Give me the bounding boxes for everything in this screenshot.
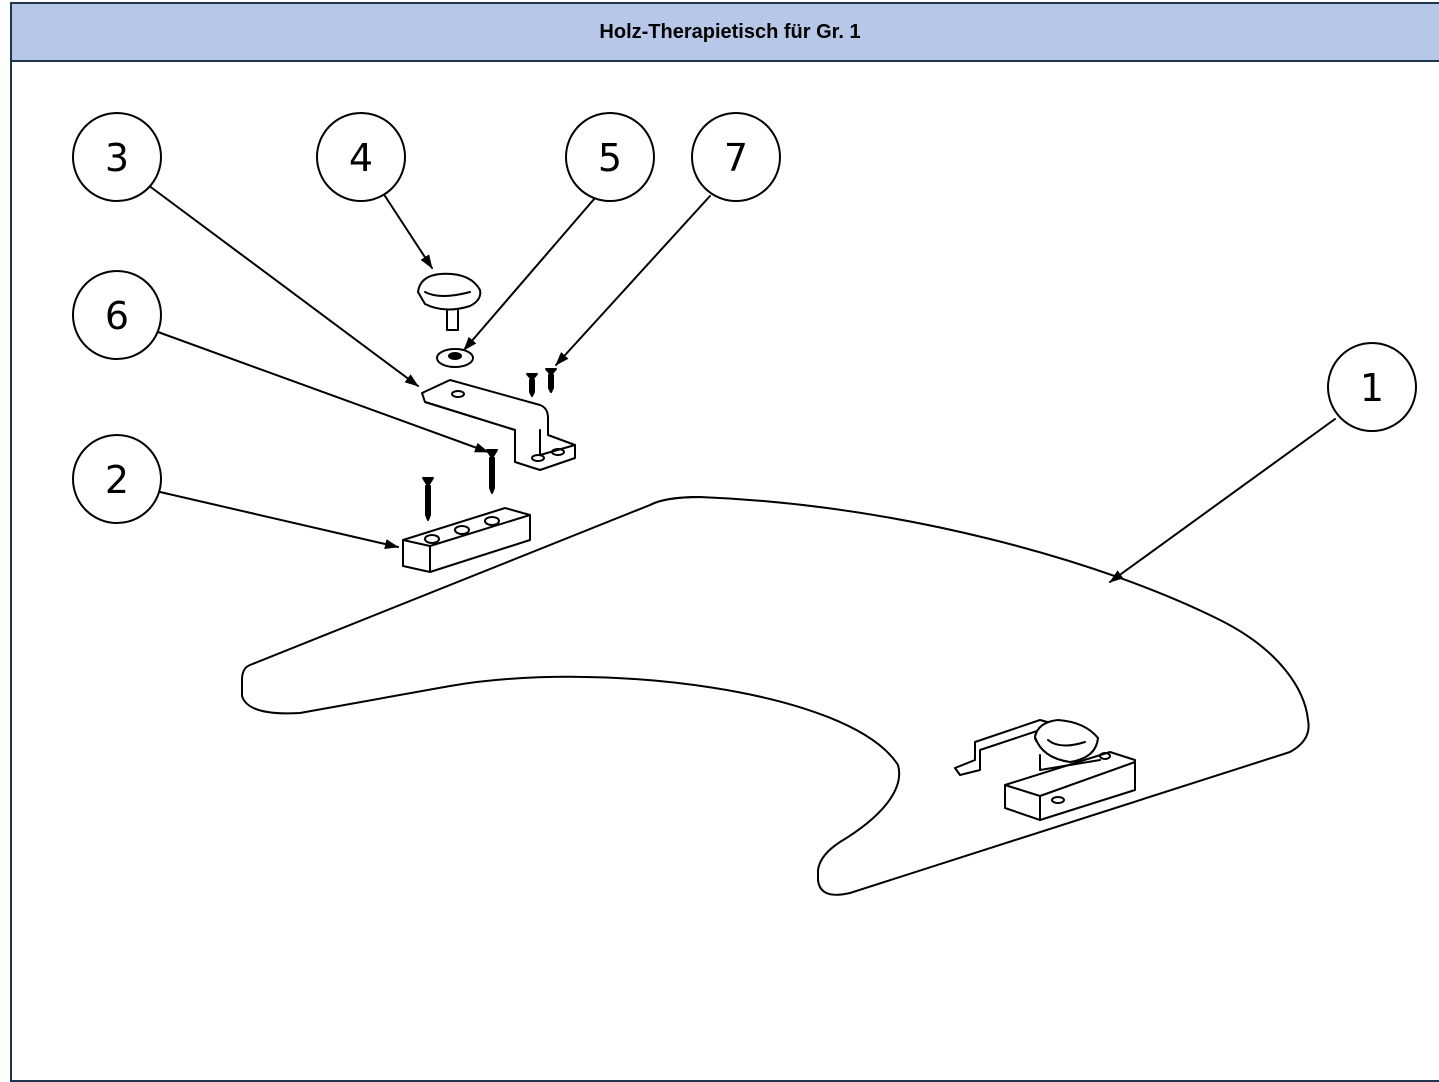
mounted-clamp-assembly [954,719,1136,821]
callout-7: 7 [691,112,781,202]
callout-5: 5 [565,112,655,202]
callout-2-label: 2 [105,458,129,502]
callout-5-label: 5 [598,136,622,180]
callout-3-label: 3 [105,136,129,180]
callout-1: 1 [1327,342,1417,432]
title-bar: Holz-Therapietisch für Gr. 1 [12,4,1439,62]
table-top [241,496,1310,896]
short-screws [526,368,557,397]
washer [436,348,474,368]
page-title: Holz-Therapietisch für Gr. 1 [599,20,861,43]
bracket [421,379,576,471]
wood-block [402,507,531,573]
callout-2: 2 [72,434,162,524]
callout-7-label: 7 [724,136,748,180]
callout-1-label: 1 [1360,366,1384,410]
long-screws [422,449,498,521]
callout-4: 4 [316,112,406,202]
callout-3: 3 [72,112,162,202]
leader-lines [147,184,1336,583]
callout-6-label: 6 [105,294,129,338]
callout-4-label: 4 [349,136,373,180]
star-knob [417,272,482,331]
callout-6: 6 [72,270,162,360]
